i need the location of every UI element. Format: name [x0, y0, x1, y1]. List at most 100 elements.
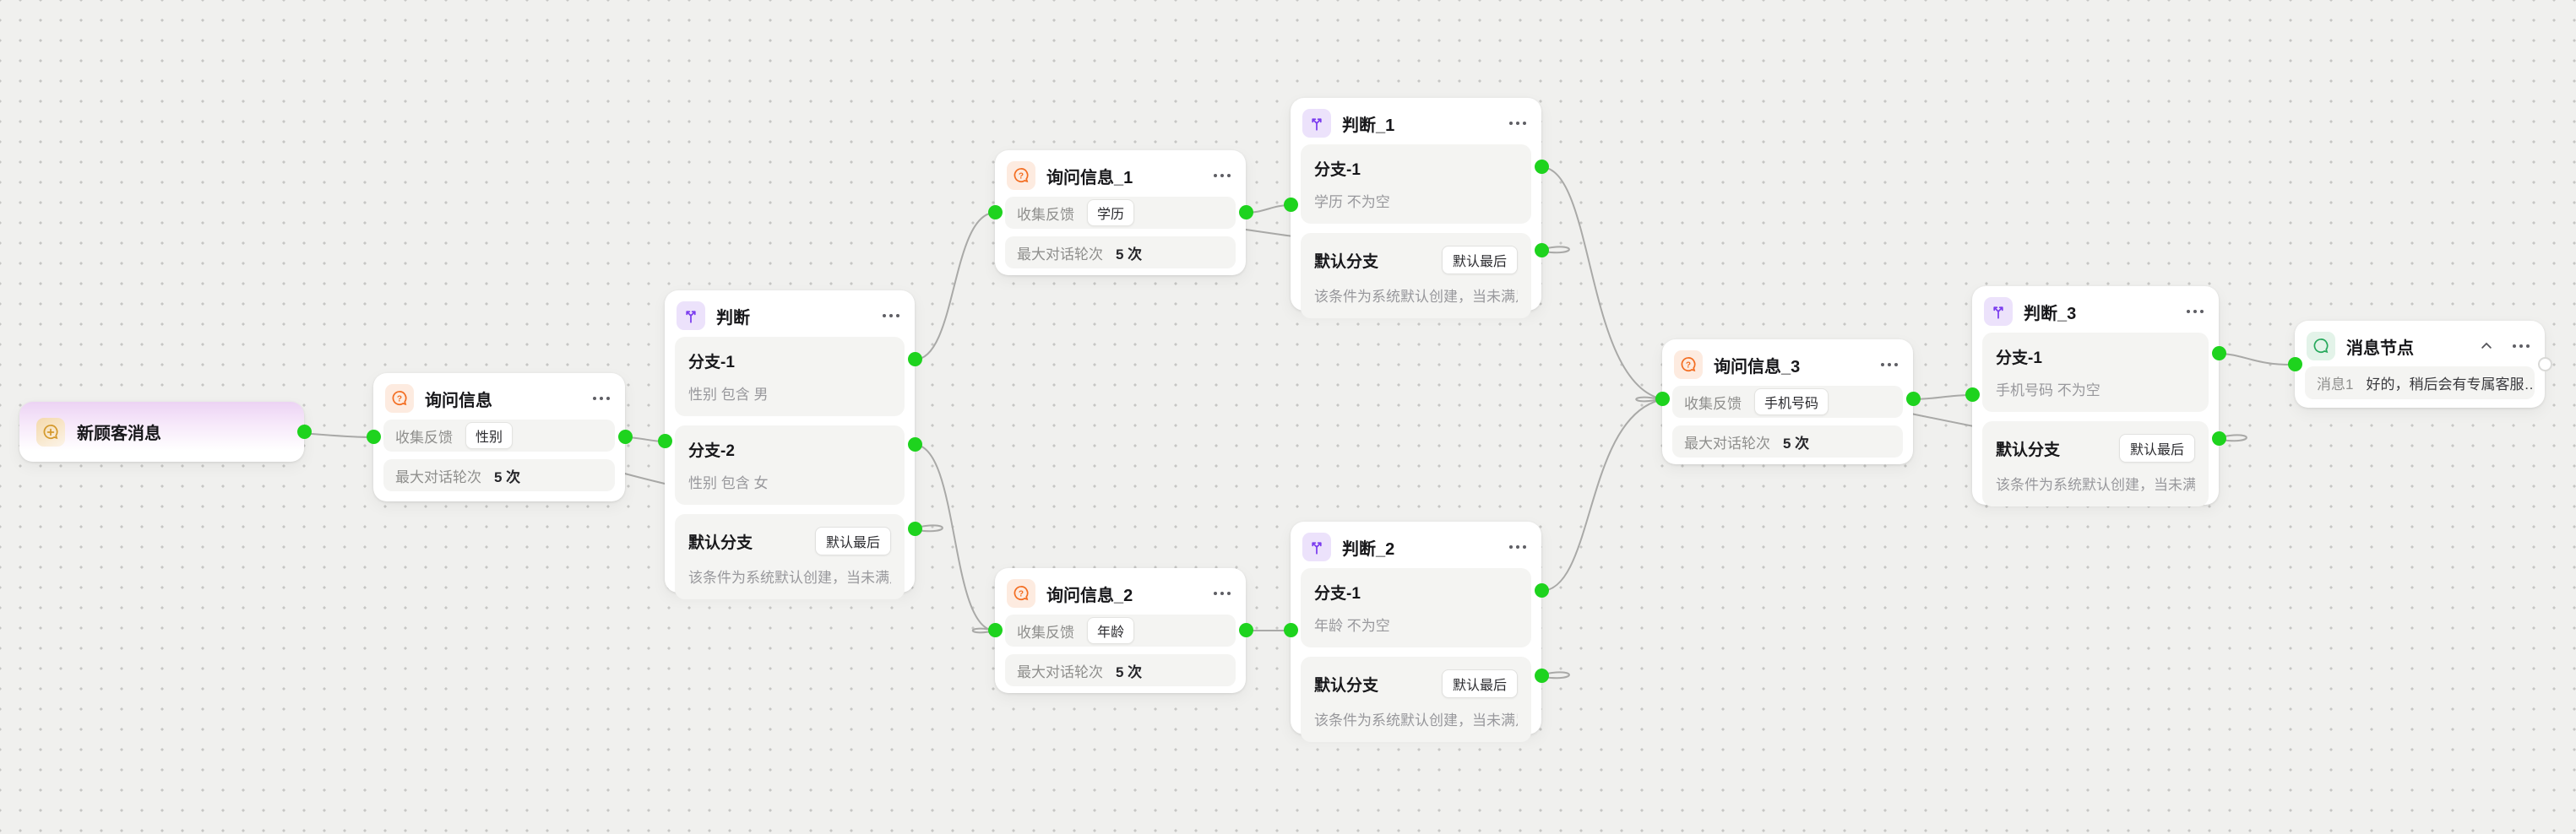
more-ellipsis-icon[interactable]: [1508, 116, 1528, 130]
input-port[interactable]: [1284, 623, 1298, 637]
output-port-branch-1[interactable]: [2212, 346, 2226, 360]
node-trigger-new-customer-message[interactable]: 新顾客消息: [19, 402, 312, 462]
branch-name: 分支-1: [1314, 585, 1361, 603]
output-port[interactable]: [1239, 205, 1253, 219]
input-port[interactable]: [1655, 392, 1670, 406]
branch-name: 分支-1: [1314, 161, 1361, 179]
edge-judge3-b1-to-message: [2218, 353, 2296, 366]
output-port-branch-1[interactable]: [1535, 160, 1549, 174]
node-ask-info[interactable]: ? 询问信息 收集反馈 性别 最大对话轮次 5 次: [367, 373, 633, 501]
more-ellipsis-icon[interactable]: [2511, 339, 2531, 353]
max-rounds-label: 最大对话轮次: [1684, 435, 1770, 452]
chevron-up-icon[interactable]: [2479, 338, 2494, 354]
message-label: 消息1: [2317, 376, 2354, 393]
default-branch-row[interactable]: 默认分支 默认最后 该条件为系统默认创建，当未满足…: [675, 514, 905, 599]
branch-row[interactable]: 分支-1 年龄 不为空: [1301, 568, 1531, 647]
max-rounds-row: 最大对话轮次 5 次: [1005, 654, 1236, 686]
collect-feedback-row: 收集反馈 手机号码: [1672, 386, 1903, 418]
collect-feedback-row: 收集反馈 年龄: [1005, 615, 1236, 647]
node-judge-2[interactable]: 判断_2 分支-1 年龄 不为空 默认分支 默认最后 该条件为系统默认创建，当未…: [1284, 522, 1549, 742]
input-port[interactable]: [988, 205, 1003, 219]
branch-split-icon: [677, 301, 705, 330]
max-rounds-value: 5 次: [1783, 435, 1810, 452]
output-port-empty[interactable]: [2538, 357, 2552, 371]
input-port[interactable]: [1965, 387, 1980, 402]
edge-judge2-b1-to-ask3: [1541, 399, 1660, 592]
output-port-default[interactable]: [908, 522, 922, 536]
feedback-field-chip[interactable]: 性别: [465, 422, 514, 449]
collect-feedback-row: 收集反馈 学历: [1005, 197, 1236, 229]
node-message[interactable]: 消息节点 消息1 好的，稍后会有专属客服…: [2288, 321, 2552, 408]
output-port[interactable]: [618, 430, 633, 444]
edge-stub-judge-default: [916, 524, 943, 533]
node-judge-1[interactable]: 判断_1 分支-1 学历 不为空 默认分支 默认最后 该条件为系统默认创建，当未…: [1284, 98, 1549, 318]
default-last-badge: 默认最后: [1441, 669, 1518, 698]
output-port-branch-1[interactable]: [908, 352, 922, 366]
feedback-field-chip[interactable]: 手机号码: [1754, 388, 1829, 415]
branch-name: 默认分支: [1314, 252, 1379, 271]
edge-judge-b1-to-ask1: [914, 212, 996, 360]
branch-row[interactable]: 分支-1 手机号码 不为空: [1982, 333, 2209, 412]
node-title: 判断_1: [1342, 116, 1395, 135]
collect-feedback-label: 收集反馈: [1017, 624, 1074, 641]
more-ellipsis-icon[interactable]: [1212, 169, 1232, 182]
node-judge[interactable]: 判断 分支-1 性别 包含 男 分支-2 性别 包含 女 默认分支 默认最后 该…: [658, 290, 922, 599]
message-preview-row: 消息1 好的，稍后会有专属客服…: [2305, 366, 2535, 399]
default-branch-row[interactable]: 默认分支 默认最后 该条件为系统默认创建，当未满足…: [1982, 421, 2209, 506]
output-port-branch-2[interactable]: [908, 437, 922, 452]
question-bubble-icon: ?: [385, 384, 414, 413]
branch-row[interactable]: 分支-1 性别 包含 男: [675, 337, 905, 416]
node-judge-3[interactable]: 判断_3 分支-1 手机号码 不为空 默认分支 默认最后 该条件为系统默认创建，…: [1965, 286, 2226, 506]
node-ask-info-2[interactable]: ? 询问信息_2 收集反馈 年龄 最大对话轮次 5 次: [988, 568, 1253, 693]
feedback-field-chip[interactable]: 年龄: [1087, 617, 1135, 644]
output-port[interactable]: [1239, 623, 1253, 637]
more-ellipsis-icon[interactable]: [591, 392, 611, 405]
node-title: 新顾客消息: [77, 425, 161, 443]
speech-bubble-icon: [2307, 332, 2335, 360]
default-branch-row[interactable]: 默认分支 默认最后 该条件为系统默认创建，当未满足…: [1301, 657, 1531, 742]
edge-stub-judge1-default: [1542, 246, 1570, 254]
more-ellipsis-icon[interactable]: [1212, 587, 1232, 600]
edge-judge1-b1-to-ask3: [1541, 166, 1660, 399]
output-port[interactable]: [1906, 392, 1921, 406]
svg-text:?: ?: [397, 394, 402, 403]
input-port[interactable]: [1284, 198, 1298, 212]
edge-arrowhead-ask3-in: [1635, 396, 1660, 403]
node-ask-info-1[interactable]: ? 询问信息_1 收集反馈 学历 最大对话轮次 5 次: [988, 150, 1253, 275]
more-ellipsis-icon[interactable]: [1879, 358, 1899, 371]
branch-name: 分支-1: [688, 354, 735, 371]
branch-split-icon: [1302, 533, 1331, 561]
input-port[interactable]: [2288, 357, 2302, 371]
feedback-field-chip[interactable]: 学历: [1087, 199, 1135, 226]
node-title: 判断: [716, 308, 750, 328]
output-port-default[interactable]: [1535, 243, 1549, 257]
question-bubble-icon: ?: [1007, 161, 1035, 190]
more-ellipsis-icon[interactable]: [2185, 305, 2205, 318]
output-port-branch-1[interactable]: [1535, 583, 1549, 598]
svg-text:?: ?: [1019, 589, 1024, 598]
node-title: 判断_3: [2024, 304, 2077, 323]
output-port-default[interactable]: [1535, 669, 1549, 683]
edge-judge-b2-to-ask2: [914, 444, 996, 631]
input-port[interactable]: [988, 623, 1003, 637]
input-port[interactable]: [658, 434, 672, 448]
input-port[interactable]: [367, 430, 381, 444]
node-title: 消息节点: [2346, 338, 2414, 358]
output-port[interactable]: [297, 425, 312, 439]
node-ask-info-3[interactable]: ? 询问信息_3 收集反馈 手机号码 最大对话轮次 5 次: [1655, 339, 1921, 464]
branch-condition: 该条件为系统默认创建，当未满足…: [1996, 477, 2195, 493]
more-ellipsis-icon[interactable]: [1508, 540, 1528, 554]
bubble-plus-icon: [36, 417, 65, 447]
node-title: 询问信息_3: [1714, 357, 1801, 376]
collect-feedback-label: 收集反馈: [1684, 395, 1742, 412]
collect-feedback-label: 收集反馈: [395, 429, 453, 446]
branch-row[interactable]: 分支-1 学历 不为空: [1301, 144, 1531, 224]
more-ellipsis-icon[interactable]: [881, 309, 901, 322]
branch-row[interactable]: 分支-2 性别 包含 女: [675, 425, 905, 505]
max-rounds-row: 最大对话轮次 5 次: [1672, 425, 1903, 458]
question-bubble-icon: ?: [1007, 579, 1035, 608]
branch-condition: 学历 不为空: [1314, 194, 1390, 210]
default-branch-row[interactable]: 默认分支 默认最后 该条件为系统默认创建，当未满足…: [1301, 233, 1531, 318]
output-port-default[interactable]: [2212, 431, 2226, 446]
